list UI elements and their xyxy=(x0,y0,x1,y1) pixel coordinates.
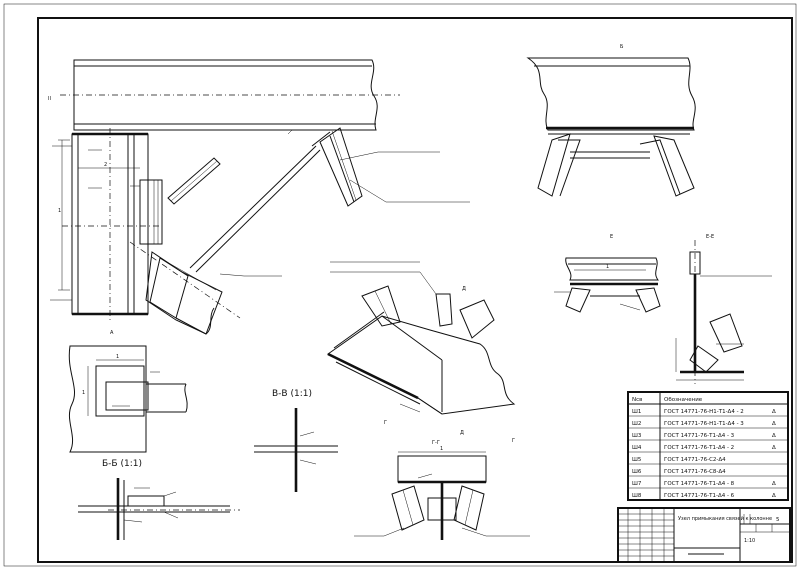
label-view-b: Б xyxy=(620,44,624,50)
table-cell-desc: ГОСТ 14771-76-С2-Δ4 xyxy=(664,457,726,463)
table-cell-mark: Δ xyxy=(772,493,776,499)
table-header-desc: Обозначение xyxy=(664,397,703,403)
view-vv: В-В (1:1) xyxy=(254,389,338,492)
table-cell-no: Ш8 xyxy=(632,493,642,499)
label-view-e: Е xyxy=(610,234,613,240)
table-cell-no: Ш1 xyxy=(632,409,641,415)
table-cell-mark: Δ xyxy=(772,433,776,439)
label-view-d: Д xyxy=(462,286,466,292)
table-cell-desc: ГОСТ 14771-76-Н1-Т1-Δ4 - 3 xyxy=(664,421,744,427)
label-view-g-left: Г xyxy=(384,420,387,426)
label-view-vv: В-В (1:1) xyxy=(272,389,312,399)
table-cell-no: Ш5 xyxy=(632,457,642,463)
view-a: А 1 1 xyxy=(68,330,188,453)
main-view: II 1 2 xyxy=(48,59,470,335)
table-cell-desc: ГОСТ 14771-76-С8-Δ4 xyxy=(664,469,726,475)
table-cell-no: Ш7 xyxy=(632,481,642,487)
table-cell-desc: ГОСТ 14771-76-Т1-Δ4 - 6 xyxy=(664,493,735,499)
dim-a-height: 1 xyxy=(82,390,85,396)
title-block: Узел примыкания связей к колонне 5 1:10 xyxy=(617,507,791,563)
table-cell-no: Ш2 xyxy=(632,421,641,427)
view-b: Б xyxy=(526,44,696,197)
table-cell-desc: ГОСТ 14771-76-Т1-Δ4 - 3 xyxy=(664,433,735,439)
view-ee: Е-Е xyxy=(675,234,772,384)
table-header-no: Ncв xyxy=(632,397,642,403)
table-cell-no: Ш3 xyxy=(632,433,642,439)
outer-frame xyxy=(3,3,797,567)
view-gg: Г Д Г Г-Г 1 xyxy=(354,420,530,540)
scale-text: 1:10 xyxy=(744,538,755,544)
table-cell-desc: ГОСТ 14771-76-Т1-Δ4 - 2 xyxy=(664,445,734,451)
dim-left-height: 1 xyxy=(58,208,61,214)
view-e: Е 1 xyxy=(554,234,661,313)
dim-left-width: 2 xyxy=(104,162,107,168)
label-view-ee: Е-Е xyxy=(706,234,714,240)
label-view-bb: Б-Б (1:1) xyxy=(102,459,142,469)
table-cell-desc: ГОСТ 14771-76-Т1-Δ4 - 8 xyxy=(664,481,735,487)
table-cell-mark: Δ xyxy=(772,445,776,451)
label-view-a: А xyxy=(110,330,114,336)
table-cell-desc: ГОСТ 14771-76-Н1-Т1-Δ4 - 2 xyxy=(664,409,744,415)
drawing-frame xyxy=(37,17,793,563)
dim-gg-width: 1 xyxy=(440,446,443,452)
dim-e-width: 1 xyxy=(606,264,609,270)
title-text: Узел примыкания связей к колонне xyxy=(678,515,772,522)
label-view-gg: Г-Г xyxy=(432,440,440,446)
label-view-g-right: Г xyxy=(512,438,515,444)
label-top-left: II xyxy=(48,96,51,102)
dim-a-width: 1 xyxy=(116,354,119,360)
table-cell-no: Ш4 xyxy=(632,445,642,451)
label-view-d2: Д xyxy=(460,430,464,436)
sheet-number: 5 xyxy=(776,517,780,523)
view-bb: Б-Б (1:1) xyxy=(78,459,240,540)
table-cell-mark: Δ xyxy=(772,481,776,487)
table-cell-no: Ш6 xyxy=(632,469,642,475)
table-cell-mark: Δ xyxy=(772,421,776,427)
table-cell-mark: Δ xyxy=(772,409,776,415)
view-d: Д xyxy=(327,261,516,415)
